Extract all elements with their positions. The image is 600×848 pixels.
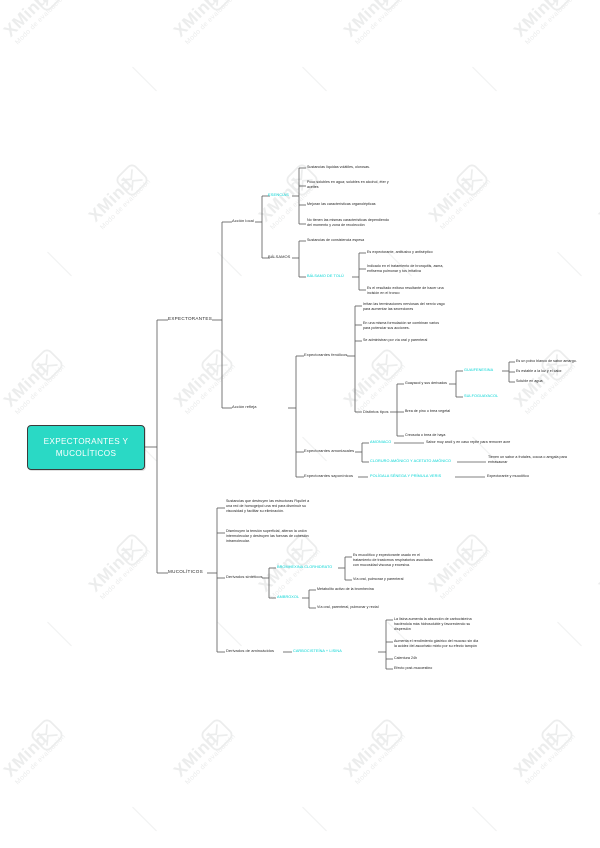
node-derivados-aminoacidos[interactable]: Derivados de aminoácidos [226,648,275,653]
esencias-item: Sustancias líquidas volátiles, olorosas. [307,165,370,169]
balsamos-item: Sustancias de consistencia espesa [307,238,365,242]
mucoliticos-intro: Sustancias que destruyen las estructuras… [226,499,310,514]
ambroxol-item: Metabolito activo de la bromhexina [317,587,374,591]
carbocisteina-item: La lisina aumenta la absorción de carboc… [394,617,472,632]
node-distintos-tipos[interactable]: Distintos tipos [363,409,389,414]
carbocisteina-item: Aumenta el rendimiento gástrico del muco… [394,639,479,649]
tolu-item: Es el resultado exitoso resultante de ha… [367,286,444,296]
node-balsamo-de-tolu[interactable]: BÁLSAMO DE TOLÚ [307,274,344,278]
branch-mucoliticos[interactable]: MUCOLÍTICOS [168,569,203,574]
fenolicos-item: Se administran por vía oral y parenteral [363,338,428,342]
node-carbocisteina-lisina[interactable]: CARBOCISTEÍNA + LISINA [293,649,342,653]
branch-expectorantes[interactable]: EXPECTORANTES [168,316,213,321]
node-bromhexina-clorhidrato[interactable]: BROMHEXINA CLORHIDRATO [277,565,333,569]
cloruro-acetato-desc: Tienen un sabor a frutales, cocoa o amga… [488,455,567,465]
tolu-item: Indicado en el tratamiento de bronquitis… [367,264,444,274]
guaifenesina-item: Es estable a la luz y el calor. [516,369,563,373]
esencias-item: Poco solubles en agua; solubles en alcoh… [307,180,389,190]
tipo-item: Guayacol y sus derivados [405,381,448,385]
node-sulfoguayacol[interactable]: SULFOGUAYACOL [464,394,499,398]
guaifenesina-item: Es un polvo blanco de sabor amargo. [516,359,577,363]
node-accion-refleja[interactable]: Acción refleja [232,404,257,409]
node-cloruro-acetato-amonico[interactable]: CLORURO AMÓNICO Y ACETATO AMÓNICO [370,459,452,463]
poligala-desc: Expectorante y mucolítico [487,474,530,478]
carbocisteina-item: Efecto post-mucoestino [394,666,433,670]
node-balsamos[interactable]: BÁLSAMOS [268,254,291,259]
amoniaco-desc: Sabor muy ancil y en caso repite para re… [426,440,511,444]
guaifenesina-item: Soluble en agua [516,379,543,383]
esencias-item: Mejoran las características organoléptic… [307,202,376,206]
node-accion-local[interactable]: Acción local [232,218,254,223]
node-amoniaco[interactable]: AMONIACO [370,440,392,444]
node-expectorantes-saponinicos[interactable]: Expectorantes saponínicos [304,473,354,478]
node-poligala-senega-primula[interactable]: POLÍGALA SÉNEGA Y PRÍMULA VERIS [370,474,442,478]
ambroxol-item: Vía oral, parenteral, pulmonar y rectal [317,605,379,609]
tipo-item: Brea de pino o brea vegetal [405,409,451,413]
node-esencias[interactable]: ESENCIAS [268,192,289,197]
node-guaifenesina[interactable]: GUAIFENESINA [464,368,494,372]
node-ambroxol[interactable]: AMBROXOL [277,595,300,599]
mucoliticos-intro: Disminuyen la tensión superficial, alter… [226,529,309,544]
node-expectorantes-amoniacales[interactable]: Expectorantes amoniacales [304,448,355,453]
bromhexina-item: Vía oral, pulmonar y parenteral [353,577,404,581]
node-derivados-sinteticos[interactable]: Derivados sintéticos [226,574,263,579]
carbocisteina-item: Calentura 24h [394,656,418,660]
tolu-item: Es expectorante, antitusivo y antiséptic… [367,250,433,254]
tipo-item: Creosota o brea de haya [405,433,446,437]
bromhexina-item: Es mucolítico y expectorante usado en el… [353,553,433,568]
esencias-item: No tienen las mismas características dep… [307,218,390,228]
fenolicos-item: Irritan las terminaciones nerviosas del … [363,302,445,312]
node-expectorantes-fenolicos[interactable]: Expectorantes fenólicos [304,352,348,357]
fenolicos-item: En una misma formulación se combinan var… [363,321,440,331]
root-node[interactable]: EXPECTORANTES Y MUCOLÍTICOS [27,425,145,470]
